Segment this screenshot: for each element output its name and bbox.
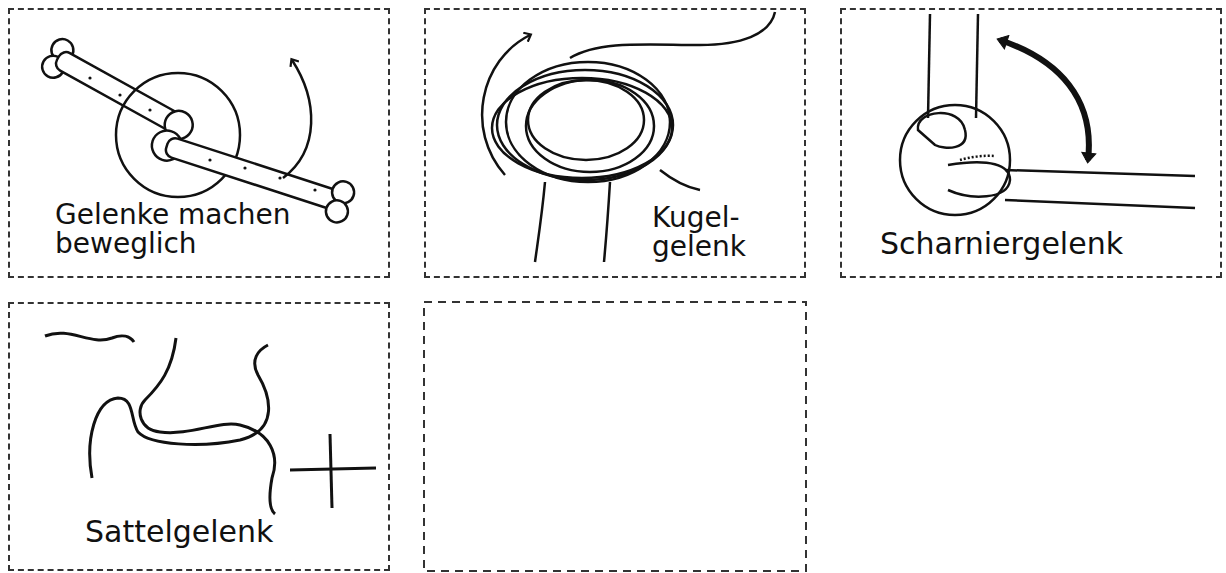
hinge-joint-sketch [900,14,1195,215]
panel-box: Gelenke machen beweglich [8,8,390,278]
panel-label: Kugel- gelenk [652,203,782,262]
bone-joint-sketch [38,35,357,225]
panel-box: Scharniergelenk [840,8,1222,278]
panel-label: Scharniergelenk [880,228,1210,260]
panel-box: Kugel- gelenk [424,8,806,278]
panel-label: Sattelgelenk [85,516,375,548]
saddle-joint-sketch [45,333,376,514]
empty-panel [424,302,806,571]
panel-box: Sattelgelenk [8,302,390,571]
panel-label: Gelenke machen beweglich [55,200,375,259]
